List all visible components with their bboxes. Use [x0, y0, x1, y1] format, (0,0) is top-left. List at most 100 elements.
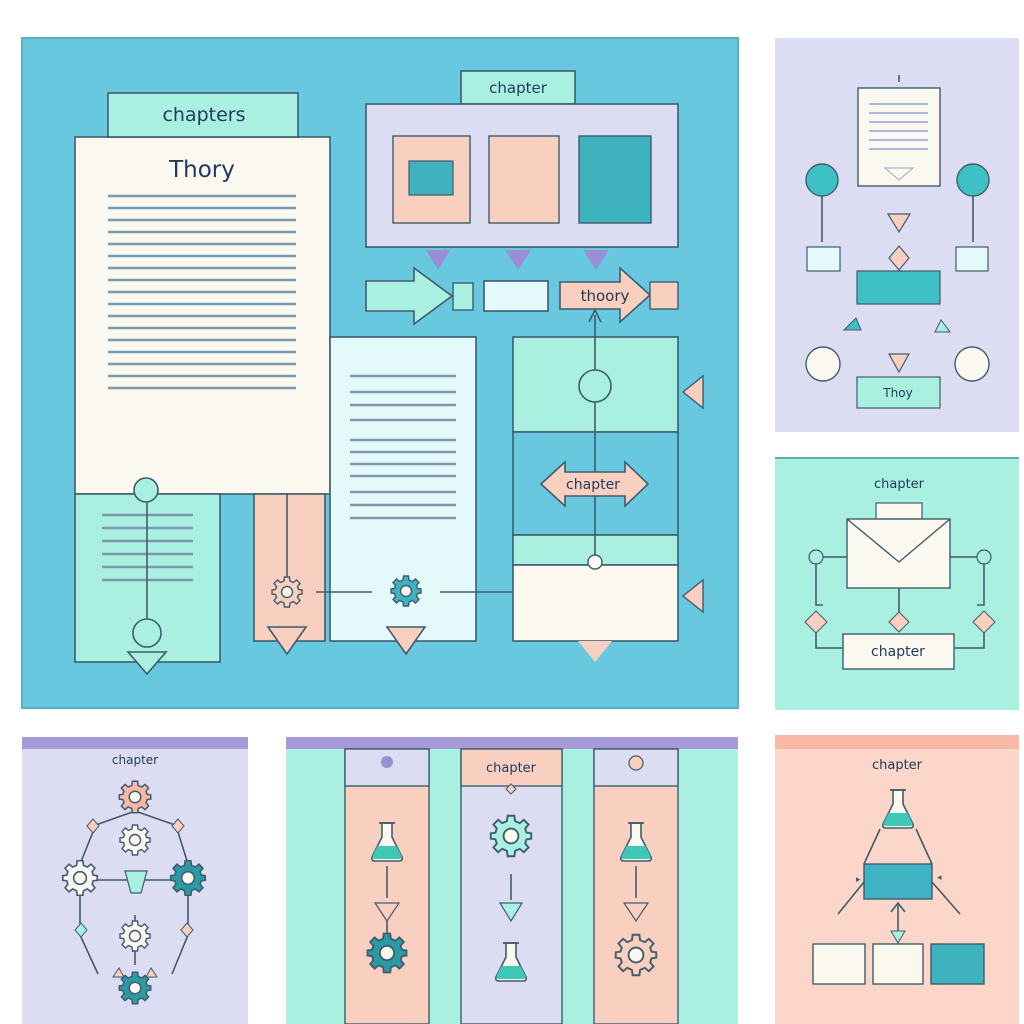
triangle-down-icon: [498, 902, 524, 923]
diamond-icon: [171, 818, 185, 834]
gear-icon: [366, 932, 408, 974]
thoy-box-label: Thoy: [882, 386, 912, 400]
gear-icon: [119, 824, 151, 856]
gear-icon: [118, 780, 152, 814]
triangle-left-icon: [681, 578, 704, 614]
triangle-down-icon: [373, 902, 401, 923]
diamond-icon: [180, 922, 194, 938]
step-box: [872, 943, 924, 985]
gear-icon: [119, 920, 151, 952]
chapter-tab-label: chapter: [489, 79, 548, 97]
notes-document-text-lines: [350, 374, 456, 520]
envelope-icon: [846, 502, 951, 589]
circle-icon: [628, 755, 644, 771]
triangle-down-icon: [385, 626, 427, 656]
arrow-right-icon: [365, 266, 454, 326]
section-card[interactable]: [488, 135, 560, 224]
central-step-box: [863, 863, 933, 900]
thoory-arrow-label: thoory: [581, 287, 630, 305]
section-card[interactable]: [578, 135, 652, 224]
triangle-down-icon: [583, 250, 609, 270]
document-icon: [857, 87, 941, 187]
circle-icon: [132, 618, 162, 648]
diamond-icon: [505, 783, 517, 795]
triangle-icon: [145, 967, 158, 978]
thoy-box: Thoy: [856, 376, 941, 409]
panel-bottom-left-header-bar: [22, 737, 248, 749]
triangle-left-icon: [681, 374, 704, 410]
panel-bottom-mid: chapter: [286, 737, 738, 1024]
circle-icon: [578, 369, 612, 403]
panel-mid-right-header: chapter: [874, 477, 925, 492]
blank-step-box: [483, 280, 549, 312]
panel-bottom-left-header: chapter: [112, 753, 158, 767]
notes-document: [329, 336, 477, 656]
circle-icon: [956, 163, 990, 197]
step-box: [930, 943, 985, 985]
column-1: [344, 748, 430, 1024]
central-step-box: [856, 270, 941, 305]
chapter-double-arrow[interactable]: chapter: [539, 460, 650, 508]
triangle-down-icon: [622, 902, 650, 923]
triangle-down-icon: [890, 930, 906, 944]
gear-icon: [61, 859, 99, 897]
main-panel: Thory chapters: [21, 37, 739, 709]
chapter-tab[interactable]: chapter: [460, 70, 576, 105]
flow-stack: [512, 308, 679, 662]
circle-icon: [381, 756, 393, 768]
triangle-down-icon: [426, 250, 450, 270]
panel-top-right: Thoy: [775, 38, 1019, 432]
arrow-marker-icon: ◂: [937, 873, 942, 883]
panel-mid-right: chapter chapter: [775, 457, 1019, 710]
diamond-icon: [888, 611, 910, 633]
step-box: [955, 246, 989, 272]
triangle-down-icon: [126, 651, 168, 676]
chapters-tab-label: chapters: [162, 104, 245, 126]
circle-icon: [805, 346, 841, 382]
diamond-icon: [972, 610, 996, 634]
triangle-icon: [112, 967, 125, 978]
diamond-icon: [74, 922, 88, 938]
panel-bottom-mid-header: chapter: [486, 761, 537, 776]
column-3: [593, 748, 679, 1024]
chapter-box[interactable]: chapter: [842, 633, 955, 670]
mint-connector: [452, 282, 474, 311]
funnel-icon: [124, 870, 148, 894]
gear-icon: [390, 575, 422, 607]
arrow-marker-icon: ▸: [856, 875, 861, 885]
triangle-down-icon: [887, 353, 911, 374]
triangle-icon: [842, 317, 862, 331]
chapters-tab[interactable]: chapters: [107, 92, 299, 138]
diamond-icon: [888, 245, 910, 271]
triangle-down-icon: [266, 626, 308, 656]
gear-icon: [614, 933, 658, 977]
triangle-down-icon: [505, 250, 531, 270]
summary-box: [74, 477, 221, 676]
diamond-icon: [804, 610, 828, 634]
theory-document-text-lines: [108, 194, 296, 390]
chapter-double-arrow-label: chapter: [566, 477, 620, 493]
triangle-icon: [934, 319, 951, 333]
chapter-box-label: chapter: [871, 644, 925, 660]
process-column: [253, 493, 326, 656]
triangle-down-icon: [886, 213, 912, 234]
circle-icon: [954, 346, 990, 382]
panel-bottom-mid-header-bar: [286, 737, 738, 749]
panel-bottom-right-header: chapter: [872, 758, 923, 773]
panel-bottom-left: chapter: [22, 737, 248, 1024]
circle-icon: [976, 549, 992, 565]
theory-document: Thory: [74, 136, 331, 495]
sections-box: [365, 103, 679, 270]
thoory-arrow[interactable]: thoory: [559, 266, 679, 324]
triangle-down-icon: [578, 641, 612, 662]
panel-bottom-right-header-bar: [775, 735, 1019, 749]
diamond-icon: [86, 818, 100, 834]
circle-icon: [808, 549, 824, 565]
step-box: [812, 943, 866, 985]
circle-icon: [805, 163, 839, 197]
panel-bottom-right: chapter ▸ ◂: [775, 735, 1019, 1024]
step-box: [806, 246, 841, 272]
gear-icon: [169, 859, 207, 897]
gear-icon: [489, 814, 533, 858]
